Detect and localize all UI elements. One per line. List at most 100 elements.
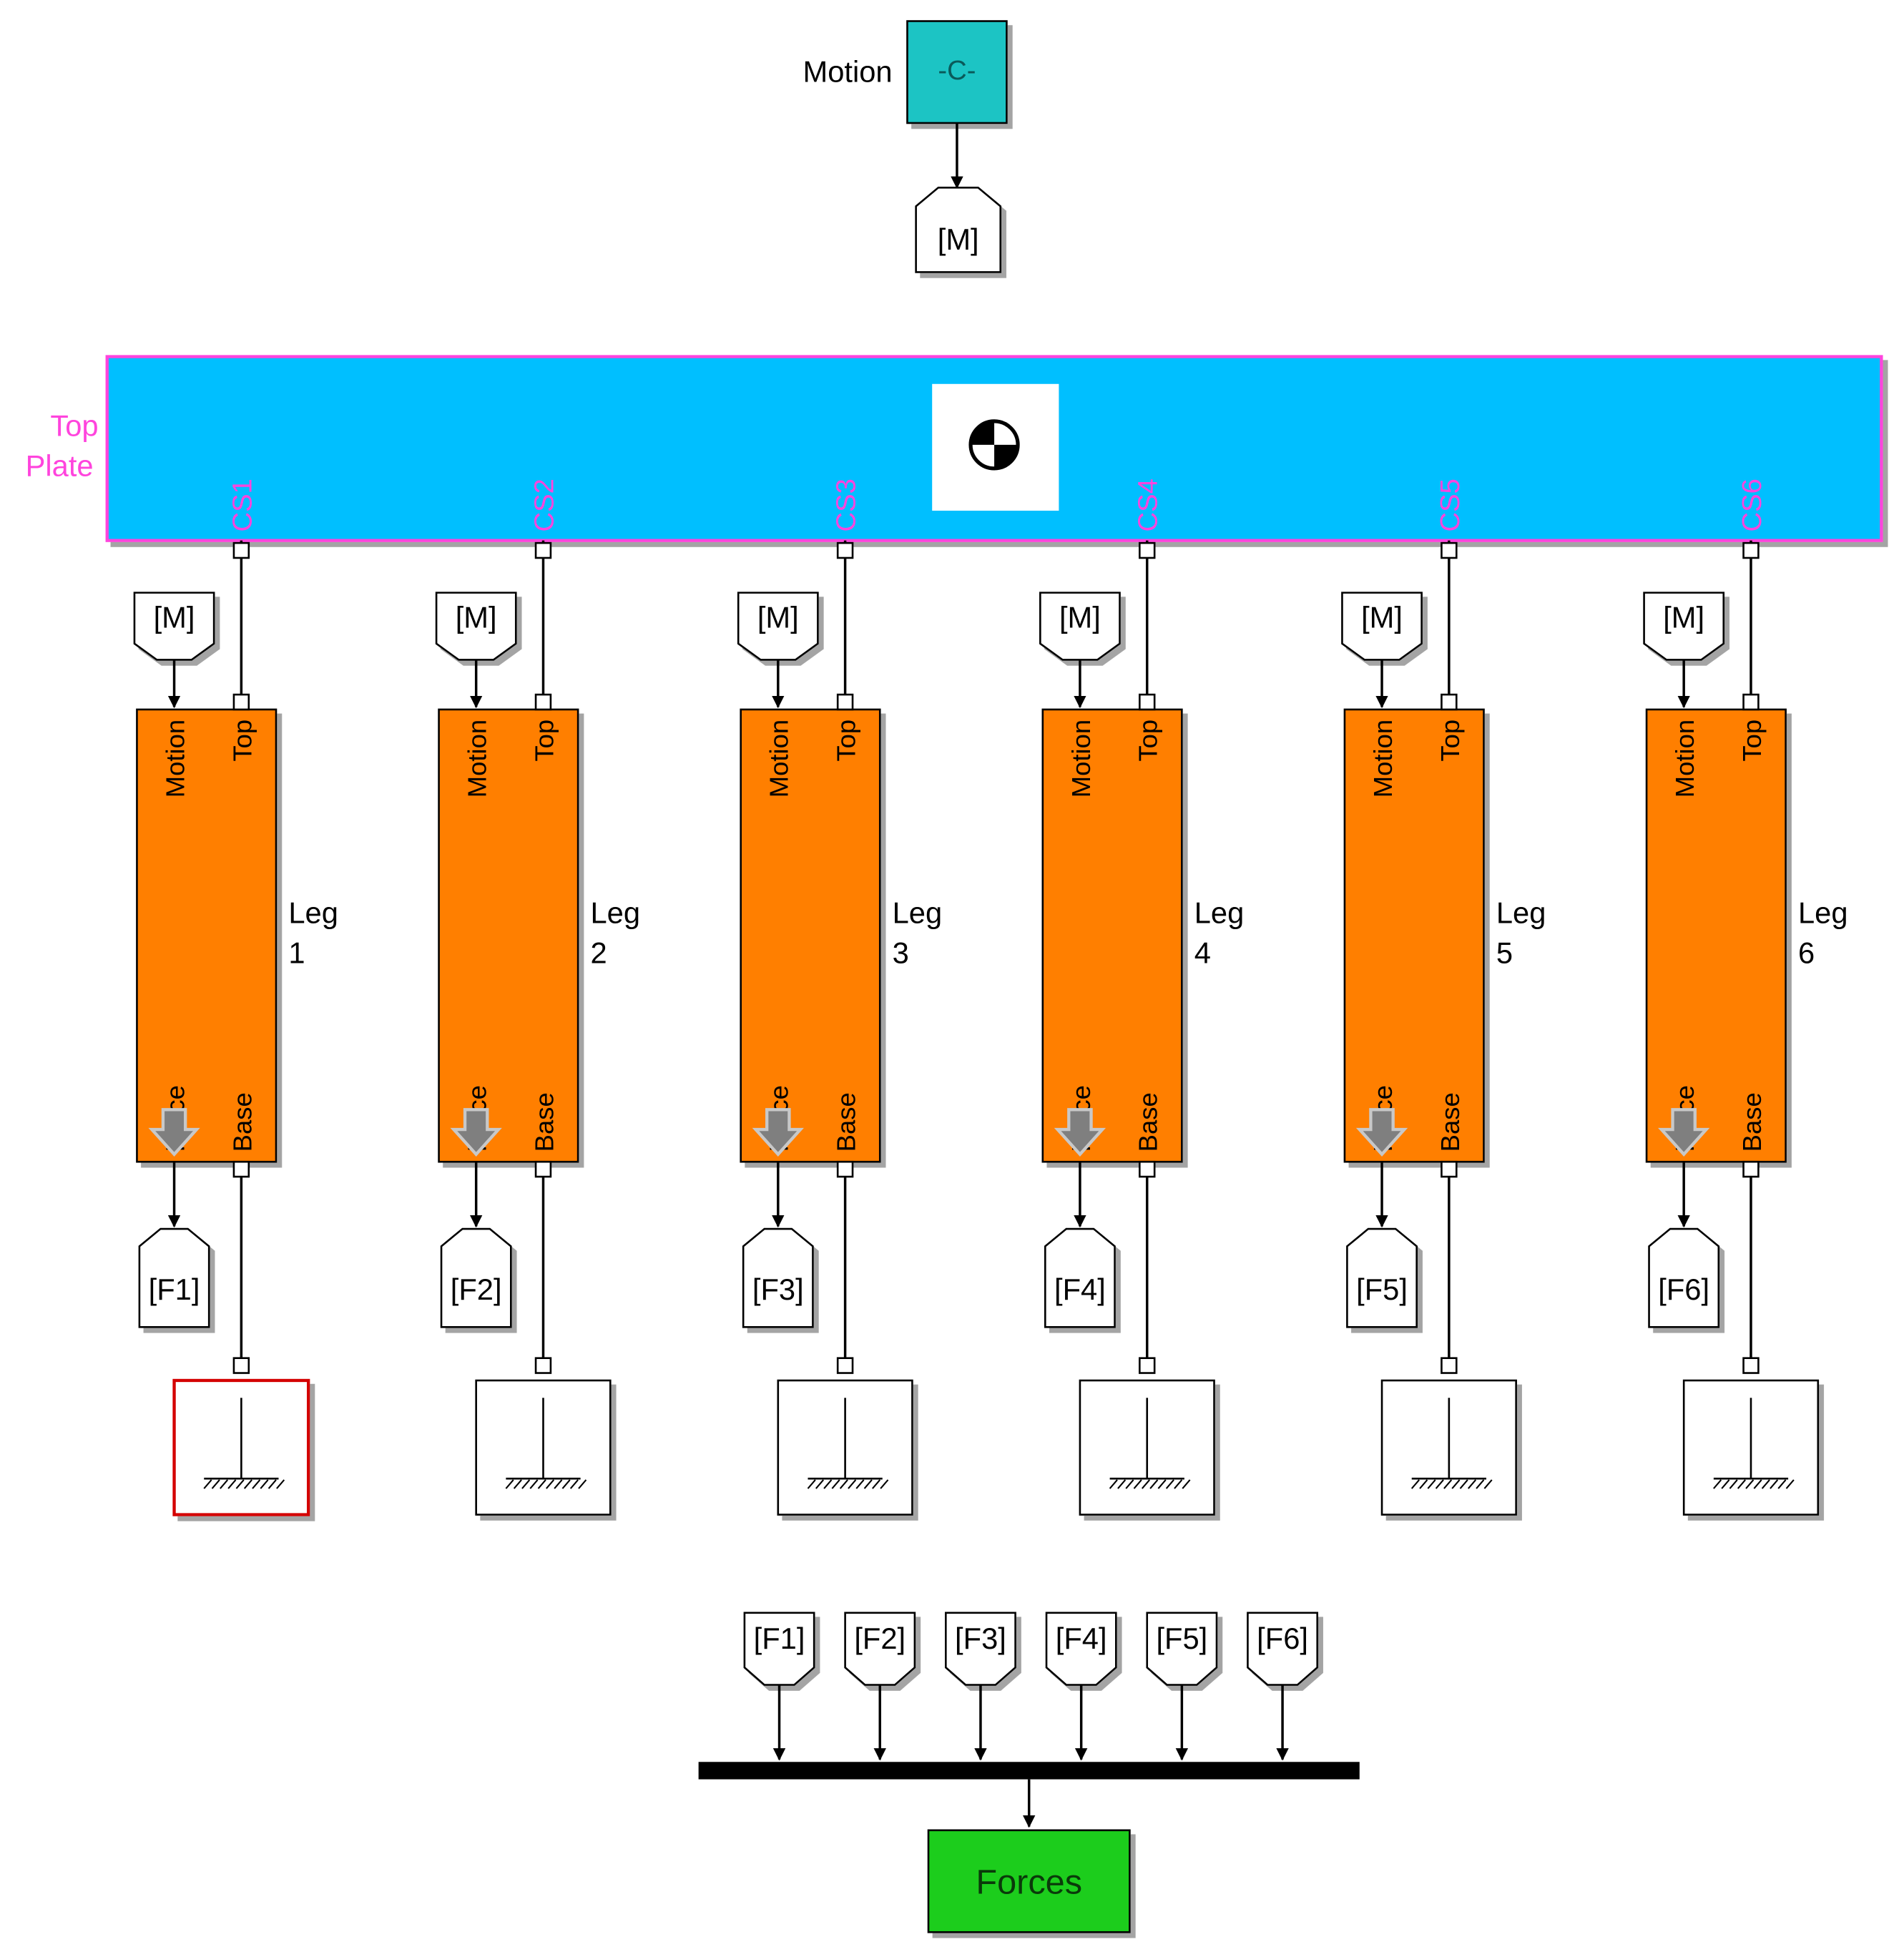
leg-port-top: Top xyxy=(1737,720,1767,762)
from-block-force-2[interactable]: [F2] xyxy=(844,1612,916,1686)
goto-block-force[interactable]: [F3] xyxy=(742,1227,814,1328)
leg-block-6[interactable]: MotionTopForceBase xyxy=(1645,693,1787,1178)
goto-block-motion[interactable]: [M] xyxy=(915,187,1002,273)
cs-port-connector[interactable] xyxy=(232,541,250,559)
from-block-force-4[interactable]: [F4] xyxy=(1045,1612,1117,1686)
leg-group-2: [M]MotionTopForceBaseLeg2[F2] xyxy=(435,540,640,1516)
goto-block-force[interactable]: [F2] xyxy=(440,1227,512,1328)
from-block-force-3[interactable]: [F3] xyxy=(945,1612,1016,1686)
top-plate-port-2: CS2 xyxy=(529,479,559,531)
from-force-tag: [F6] xyxy=(1257,1622,1308,1655)
ground-port-connector[interactable] xyxy=(1139,1357,1156,1374)
leg-port-base: Base xyxy=(529,1092,559,1152)
base-port-connector[interactable] xyxy=(836,1160,854,1178)
base-port-connector[interactable] xyxy=(534,1160,552,1178)
ground-port-connector[interactable] xyxy=(1441,1357,1458,1374)
leg-block-1[interactable]: MotionTopForceBase xyxy=(136,693,278,1178)
bus-creator-bar[interactable] xyxy=(698,1762,1360,1780)
goto-force-tag: [F5] xyxy=(1356,1272,1408,1306)
force-sensor-arrow-icon xyxy=(1355,1108,1408,1157)
leg-port-motion: Motion xyxy=(1670,720,1699,798)
leg-group-6: [M]MotionTopForceBaseLeg6[F6] xyxy=(1643,540,1848,1516)
base-port-connector[interactable] xyxy=(1441,1160,1458,1178)
cs-port-connector[interactable] xyxy=(1742,541,1760,559)
ground-port-connector[interactable] xyxy=(1742,1357,1760,1374)
from-motion-tag: [M] xyxy=(456,600,497,634)
leg-name-line2: 4 xyxy=(1194,936,1211,969)
goto-block-force[interactable]: [F6] xyxy=(1648,1227,1720,1328)
ground-icon xyxy=(505,1398,587,1489)
cs-port-connector[interactable] xyxy=(836,541,854,559)
leg-block-5[interactable]: MotionTopForceBase xyxy=(1343,693,1485,1178)
ground-port-connector[interactable] xyxy=(534,1357,552,1374)
from-block-force-5[interactable]: [F5] xyxy=(1146,1612,1218,1686)
goto-block-force[interactable]: [F1] xyxy=(138,1227,210,1328)
leg-port-motion: Motion xyxy=(463,720,492,798)
from-force-tag: [F3] xyxy=(955,1622,1006,1655)
leg-block-3[interactable]: MotionTopForceBase xyxy=(740,693,881,1178)
leg-port-motion: Motion xyxy=(765,720,794,798)
cs-port-connector[interactable] xyxy=(1441,541,1458,559)
leg-port-top: Top xyxy=(227,720,257,762)
leg-port-motion: Motion xyxy=(160,720,190,798)
ground-port-connector[interactable] xyxy=(836,1357,854,1374)
goto-block-force[interactable]: [F4] xyxy=(1044,1227,1116,1328)
from-block-force-6[interactable]: [F6] xyxy=(1247,1612,1319,1686)
top-plate-port-6: CS6 xyxy=(1737,479,1767,531)
top-port-connector[interactable] xyxy=(232,693,250,711)
goto-block-force[interactable]: [F5] xyxy=(1346,1227,1418,1328)
forces-output-block[interactable]: Forces xyxy=(927,1829,1131,1933)
leg-block-4[interactable]: MotionTopForceBase xyxy=(1041,693,1183,1178)
world-ground-block[interactable] xyxy=(1380,1357,1517,1516)
from-force-tag: [F5] xyxy=(1156,1622,1207,1655)
leg-block-2[interactable]: MotionTopForceBase xyxy=(438,693,579,1178)
top-port-connector[interactable] xyxy=(534,693,552,711)
top-port-connector[interactable] xyxy=(836,693,854,711)
force-sensor-arrow-icon xyxy=(450,1108,502,1157)
world-ground-block[interactable] xyxy=(1682,1357,1820,1516)
top-port-connector[interactable] xyxy=(1742,693,1760,711)
from-block-motion[interactable]: [M] xyxy=(1643,592,1725,661)
goto-force-tag: [F6] xyxy=(1658,1272,1709,1306)
base-port-connector[interactable] xyxy=(232,1160,250,1178)
from-block-motion[interactable]: [M] xyxy=(133,592,215,661)
leg-name-line1: Leg xyxy=(590,896,640,930)
ground-icon xyxy=(1410,1398,1493,1489)
cs-port-connector[interactable] xyxy=(534,541,552,559)
world-ground-block[interactable] xyxy=(777,1357,913,1516)
cs-port-connector[interactable] xyxy=(1139,541,1156,559)
leg-group-3: [M]MotionTopForceBaseLeg3[F3] xyxy=(737,540,942,1516)
leg-group-5: [M]MotionTopForceBaseLeg5[F5] xyxy=(1341,540,1546,1516)
from-block-motion[interactable]: [M] xyxy=(1341,592,1423,661)
world-ground-block[interactable] xyxy=(1079,1357,1215,1516)
from-force-tag: [F2] xyxy=(854,1622,906,1655)
leg-port-motion: Motion xyxy=(1066,720,1096,798)
leg-port-top: Top xyxy=(1436,720,1465,762)
base-port-connector[interactable] xyxy=(1139,1160,1156,1178)
from-block-motion[interactable]: [M] xyxy=(737,592,819,661)
top-port-connector[interactable] xyxy=(1139,693,1156,711)
ground-icon xyxy=(1109,1398,1191,1489)
from-block-force-1[interactable]: [F1] xyxy=(743,1612,815,1686)
ground-icon xyxy=(203,1398,285,1489)
from-block-motion[interactable]: [M] xyxy=(435,592,517,661)
ground-port-connector[interactable] xyxy=(232,1357,250,1374)
leg-name-line1: Leg xyxy=(1496,896,1546,930)
top-plate-port-4: CS4 xyxy=(1133,479,1164,531)
world-ground-block[interactable] xyxy=(172,1357,310,1516)
goto-force-tag: [F3] xyxy=(752,1272,804,1306)
base-port-connector[interactable] xyxy=(1742,1160,1760,1178)
top-port-connector[interactable] xyxy=(1441,693,1458,711)
world-ground-block[interactable] xyxy=(475,1357,612,1516)
motion-constant-block[interactable]: Motion -C- xyxy=(803,20,1008,124)
leg-name-line2: 1 xyxy=(288,936,305,969)
top-plate-port-1: CS1 xyxy=(227,479,257,531)
from-block-motion[interactable]: [M] xyxy=(1039,592,1121,661)
leg-group-1: [M]MotionTopForceBaseLeg1[F1] xyxy=(133,540,338,1516)
leg-name-line2: 6 xyxy=(1798,936,1815,969)
leg-port-top: Top xyxy=(1134,720,1163,762)
goto-force-tag: [F2] xyxy=(451,1272,502,1306)
goto-force-tag: [F4] xyxy=(1054,1272,1106,1306)
force-sensor-arrow-icon xyxy=(1054,1108,1106,1157)
